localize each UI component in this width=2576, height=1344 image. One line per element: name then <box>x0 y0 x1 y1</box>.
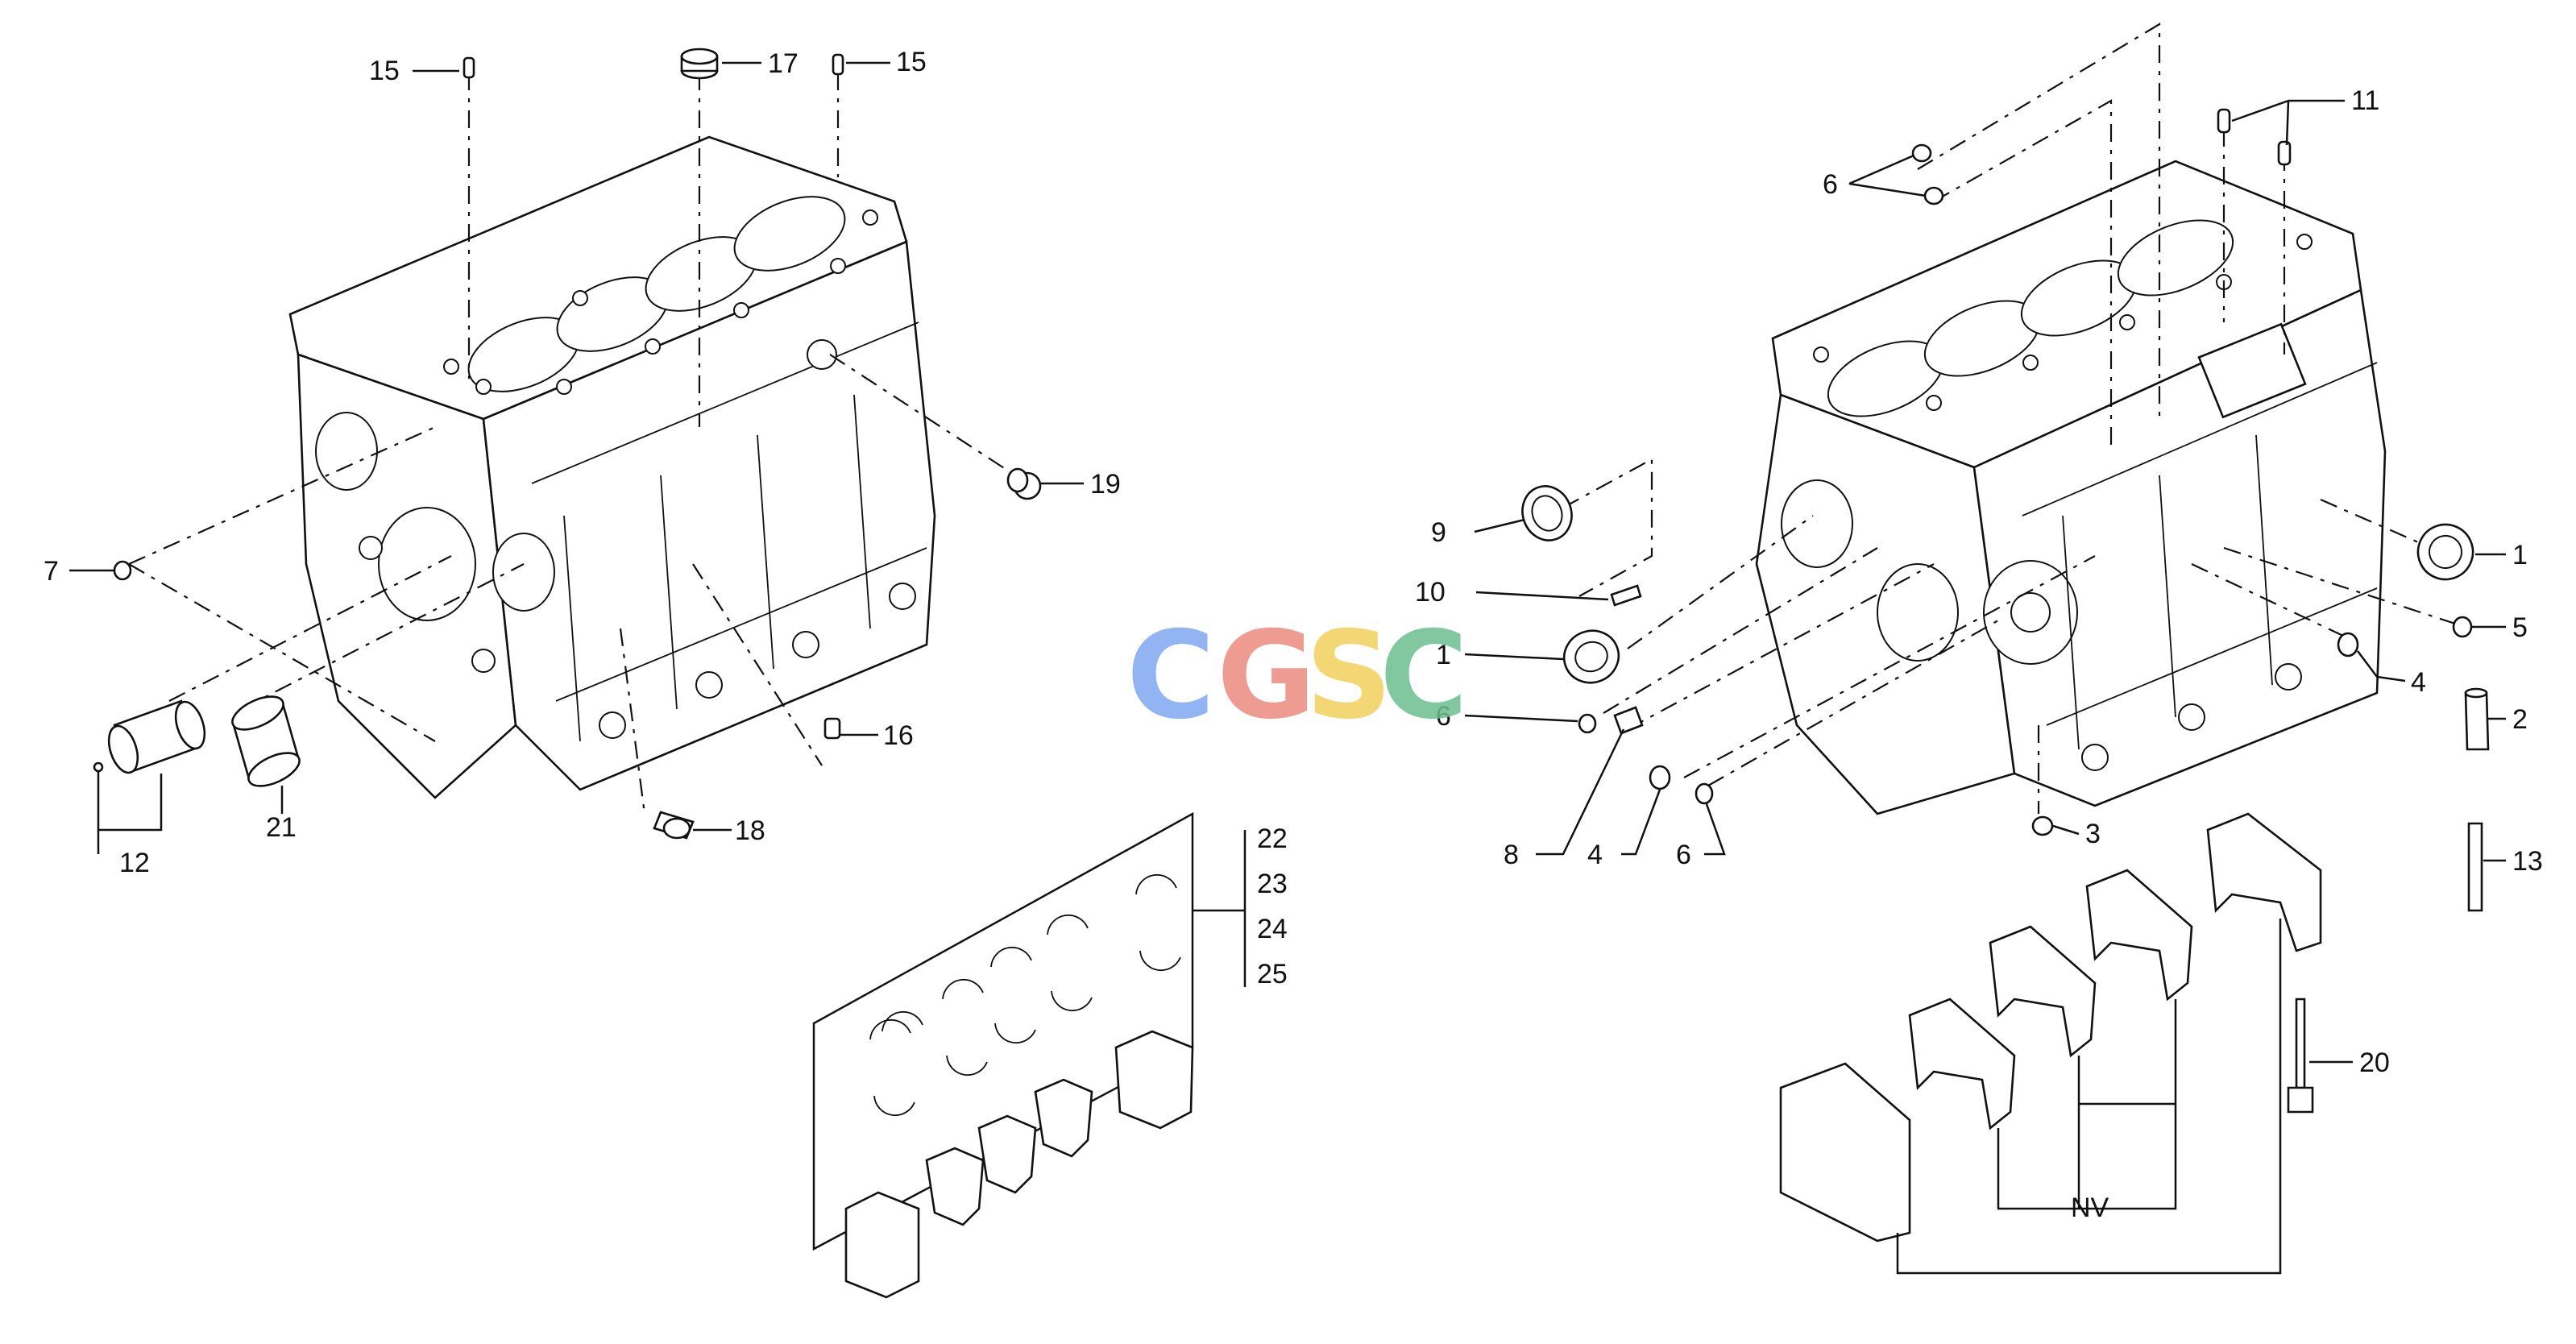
plug-7 <box>113 560 132 581</box>
left-block-leaders <box>128 73 1016 815</box>
bearing-shells <box>869 874 1181 1116</box>
pins-11 <box>2217 108 2292 166</box>
plug-3 <box>2031 815 2054 836</box>
callout-18: 18 <box>735 815 765 846</box>
pin-13 <box>2467 822 2483 912</box>
callout-6-mid: 6 <box>1436 701 1451 732</box>
callout-7: 7 <box>44 556 59 587</box>
callout-1-right: 1 <box>2512 540 2528 570</box>
callout-12: 12 <box>119 848 150 878</box>
plug-4-left <box>1649 765 1671 790</box>
callout-22: 22 <box>1257 823 1288 854</box>
callout-10: 10 <box>1415 577 1446 608</box>
bushing-21 <box>231 695 301 787</box>
callout-5: 5 <box>2512 612 2528 643</box>
watermark-letter-g: G <box>1217 606 1316 746</box>
callout-2: 2 <box>2512 704 2528 735</box>
bolt-18 <box>653 811 695 840</box>
seal-1-right <box>2416 523 2474 581</box>
callout-25: 25 <box>1257 959 1288 989</box>
callout-6-low: 6 <box>1676 840 1691 870</box>
sleeve-8 <box>1613 706 1644 735</box>
left-cylinder-block <box>288 135 936 799</box>
bushing-12 <box>93 699 206 774</box>
callout-4-left: 4 <box>1587 840 1603 870</box>
callout-6-top: 6 <box>1823 169 1838 200</box>
plug-16 <box>823 717 841 740</box>
callout-1-left: 1 <box>1436 640 1451 670</box>
sleeve-2 <box>2464 687 2490 751</box>
callout-21: 21 <box>266 812 297 843</box>
callout-24: 24 <box>1257 914 1288 944</box>
watermark-letter-c2: C <box>1379 606 1468 746</box>
dowels-6-top <box>1911 143 1944 205</box>
left-callouts: 15 17 15 19 7 12 21 16 18 <box>44 47 1121 878</box>
seal-1-left <box>1562 629 1620 684</box>
main-bearing-caps-right <box>1779 812 2322 1242</box>
right-small-parts <box>1521 108 2490 1114</box>
callout-23: 23 <box>1257 869 1288 899</box>
bearing-shell-set <box>812 811 1194 1299</box>
callout-3: 3 <box>2085 819 2101 849</box>
left-callout-leaders <box>69 61 1084 854</box>
shell-callout-bracket <box>1193 830 1247 987</box>
callout-20: 20 <box>2359 1047 2390 1078</box>
right-cylinder-block <box>1755 160 2387 815</box>
dowel-10 <box>1610 584 1642 607</box>
plug-6-low <box>1695 782 1714 805</box>
seal-9 <box>1521 485 1573 541</box>
callout-9: 9 <box>1431 517 1446 548</box>
callout-8: 8 <box>1504 840 1519 870</box>
watermark-logo: C G S C <box>1126 606 1468 746</box>
plug-19 <box>1006 467 1042 500</box>
callout-15-right: 15 <box>896 47 927 77</box>
right-block-leaders <box>1562 23 2458 814</box>
callout-13: 13 <box>2512 846 2543 877</box>
callout-19: 19 <box>1090 469 1121 500</box>
right-callouts: 6 11 9 10 1 6 8 4 6 1 5 4 2 3 13 20 NV <box>1415 85 2543 1223</box>
callout-17: 17 <box>768 48 799 79</box>
shell-callouts: 22 23 24 25 <box>1257 823 1288 989</box>
plug-5 <box>2452 616 2473 638</box>
plug-4-right <box>2337 632 2359 657</box>
nv-leaders <box>1896 919 2282 1275</box>
callout-nv: NV <box>2071 1193 2109 1223</box>
plug-17 <box>680 48 719 80</box>
pin-15-right <box>832 53 844 76</box>
callout-16: 16 <box>883 720 914 751</box>
right-callout-leaders <box>1464 99 2506 1064</box>
main-bearing-caps-left <box>844 1030 1194 1299</box>
callout-11: 11 <box>2351 85 2379 116</box>
callout-15-left: 15 <box>369 56 400 86</box>
watermark-letter-s: S <box>1305 606 1392 746</box>
bolt-20 <box>2287 998 2314 1114</box>
pin-15-left <box>463 56 475 79</box>
dowel-6-mid <box>1578 713 1597 734</box>
callout-4-right: 4 <box>2411 667 2426 698</box>
left-small-parts <box>93 48 1042 840</box>
watermark-letter-c1: C <box>1126 606 1215 746</box>
